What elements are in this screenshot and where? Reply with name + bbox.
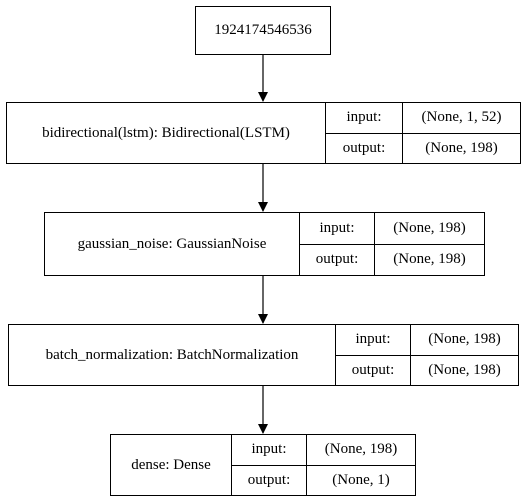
- input-label: input:: [326, 103, 402, 134]
- input-label: input:: [300, 213, 374, 245]
- layer-bidirectional: bidirectional(lstm): Bidirectional(LSTM)…: [6, 102, 521, 164]
- output-label: output:: [315, 251, 359, 268]
- output-shape: (None, 198): [425, 139, 498, 156]
- layer-dense: dense: Dense input: output: (None, 198) …: [110, 434, 416, 496]
- layer-name: dense: Dense: [111, 435, 232, 495]
- output-shape: (None, 1): [332, 471, 390, 488]
- output-label: output:: [351, 361, 395, 378]
- output-shape: (None, 198): [428, 361, 501, 378]
- input-shape: (None, 198): [307, 435, 415, 466]
- arrowhead-3: [258, 314, 268, 324]
- layer-name: batch_normalization: BatchNormalization: [9, 325, 336, 385]
- input-shape: (None, 198): [411, 325, 518, 356]
- layer-batch-normalization: batch_normalization: BatchNormalization …: [8, 324, 519, 386]
- input-label: input:: [336, 325, 410, 356]
- output-shape: (None, 198): [393, 251, 466, 268]
- layer-name: gaussian_noise: GaussianNoise: [45, 213, 300, 275]
- input-shape: (None, 1, 52): [403, 103, 520, 134]
- input-label: input:: [232, 435, 306, 466]
- input-node: 1924174546536: [195, 6, 331, 55]
- input-shape: (None, 198): [375, 213, 484, 245]
- layer-name: bidirectional(lstm): Bidirectional(LSTM): [7, 103, 326, 163]
- output-label: output:: [342, 139, 386, 156]
- input-node-label: 1924174546536: [214, 22, 312, 38]
- arrowhead-4: [258, 424, 268, 434]
- arrowhead-2: [258, 202, 268, 212]
- layer-gaussian-noise: gaussian_noise: GaussianNoise input: out…: [44, 212, 485, 276]
- arrowhead-1: [258, 92, 268, 102]
- output-label: output:: [247, 471, 291, 488]
